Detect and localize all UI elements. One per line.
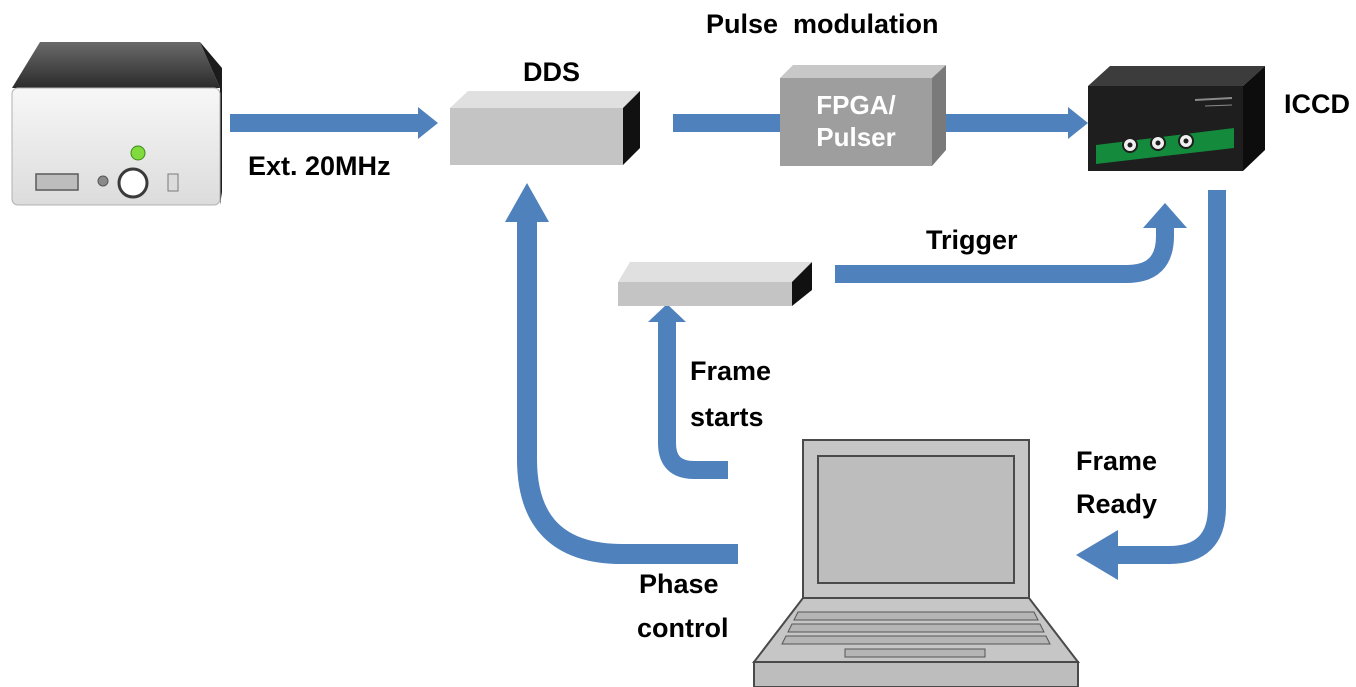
trigger-box-icon <box>618 262 812 306</box>
label-frame-ready-line2: Ready <box>1076 488 1158 519</box>
label-frame-starts-line1: Frame <box>690 356 772 386</box>
arrow-frame-starts <box>648 304 728 479</box>
label-phase-control-line1: Phase <box>639 569 719 599</box>
iccd-camera-icon <box>1088 66 1265 171</box>
label-dds: DDS <box>523 57 581 87</box>
arrow-dds-to-fpga <box>673 114 783 132</box>
dds-box-icon <box>450 91 640 165</box>
laptop-icon <box>751 439 1081 687</box>
label-fpga-line2: Pulser <box>816 121 896 152</box>
arrow-trigger-to-iccd <box>835 203 1187 283</box>
fpga-pulser-box-icon <box>780 65 946 166</box>
label-trigger: Trigger <box>926 225 1018 255</box>
label-phase-control-line2: control <box>637 612 729 643</box>
label-fpga-pulser: FPGA/ Pulser <box>780 90 932 153</box>
arrow-phase-control-to-dds <box>505 183 738 564</box>
label-frame-ready-line1: Frame <box>1076 446 1158 476</box>
arrow-fpga-to-iccd <box>946 107 1088 139</box>
label-iccd: ICCD <box>1284 89 1350 119</box>
arrow-frame-ready <box>1076 190 1226 580</box>
label-frame-ready: Frame Ready <box>1076 445 1157 521</box>
label-frame-starts-line2: starts <box>690 401 764 432</box>
arrow-ext-clock-to-dds <box>230 107 438 139</box>
label-phase-control: Phase control <box>637 568 729 645</box>
label-ext-clock: Ext. 20MHz <box>248 151 391 181</box>
signal-generator-icon <box>11 42 222 206</box>
label-fpga-line1: FPGA/ <box>816 90 896 120</box>
label-pulse-modulation: Pulse modulation <box>706 9 939 39</box>
label-frame-starts: Frame starts <box>690 355 771 434</box>
